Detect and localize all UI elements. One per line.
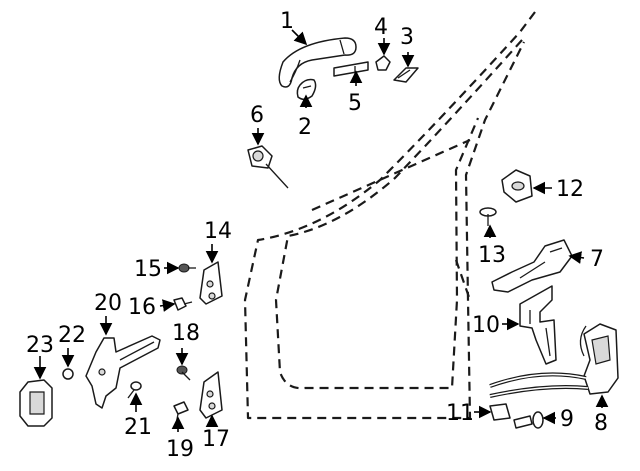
callout-9: 9: [560, 407, 574, 432]
callout-labels: 1 2 3 4 5 6 7 8 9 10 11 12 13 14 15 16 1…: [26, 9, 608, 462]
callout-6: 6: [250, 103, 264, 128]
part-15-bolt: [178, 263, 196, 273]
callout-12: 12: [556, 177, 584, 202]
part-1-outer-handle: [278, 37, 357, 88]
part-14-upper-hinge: [199, 261, 223, 305]
callout-1: 1: [280, 9, 294, 34]
callout-16: 16: [128, 295, 156, 320]
callout-2: 2: [298, 115, 312, 140]
callout-23: 23: [26, 333, 54, 358]
callout-10: 10: [472, 313, 500, 338]
part-18-bolt: [176, 365, 191, 381]
callout-17: 17: [202, 427, 230, 452]
part-4-clip: [375, 55, 391, 71]
part-7-inside-handle: [491, 239, 573, 293]
callout-3: 3: [400, 25, 414, 50]
part-8-door-latch: [489, 323, 619, 398]
callout-22: 22: [58, 323, 86, 348]
callout-8: 8: [594, 411, 608, 436]
part-22-nut: [62, 368, 74, 380]
part-17-lower-hinge: [199, 371, 223, 419]
part-21-bolt: [127, 381, 142, 399]
part-20-door-check: [85, 335, 161, 409]
callout-5: 5: [348, 91, 362, 116]
part-12-striker: [501, 169, 533, 203]
callout-7: 7: [590, 247, 604, 272]
door-frame-outline: [243, 11, 536, 420]
callout-19: 19: [166, 437, 194, 462]
callout-14: 14: [204, 219, 232, 244]
part-5-handle-bracket: [333, 61, 369, 78]
callout-15: 15: [134, 257, 162, 282]
part-11-cable-clip: [489, 403, 511, 421]
part-16-bolt: [173, 297, 193, 311]
callout-4: 4: [374, 15, 388, 40]
part-19-bolt: [173, 401, 189, 425]
callout-20: 20: [94, 291, 122, 316]
callout-13: 13: [478, 243, 506, 268]
callout-18: 18: [172, 321, 200, 346]
part-23-cover: [19, 379, 53, 427]
part-9-screw: [513, 411, 544, 429]
callout-11: 11: [446, 401, 474, 426]
part-10-latch-bracket: [519, 285, 557, 365]
part-6-lock-cylinder: [247, 145, 289, 189]
part-3-cap: [393, 67, 419, 83]
part-13-bolt: [479, 207, 497, 226]
callout-arrows: [33, 29, 609, 432]
callout-21: 21: [124, 415, 152, 440]
